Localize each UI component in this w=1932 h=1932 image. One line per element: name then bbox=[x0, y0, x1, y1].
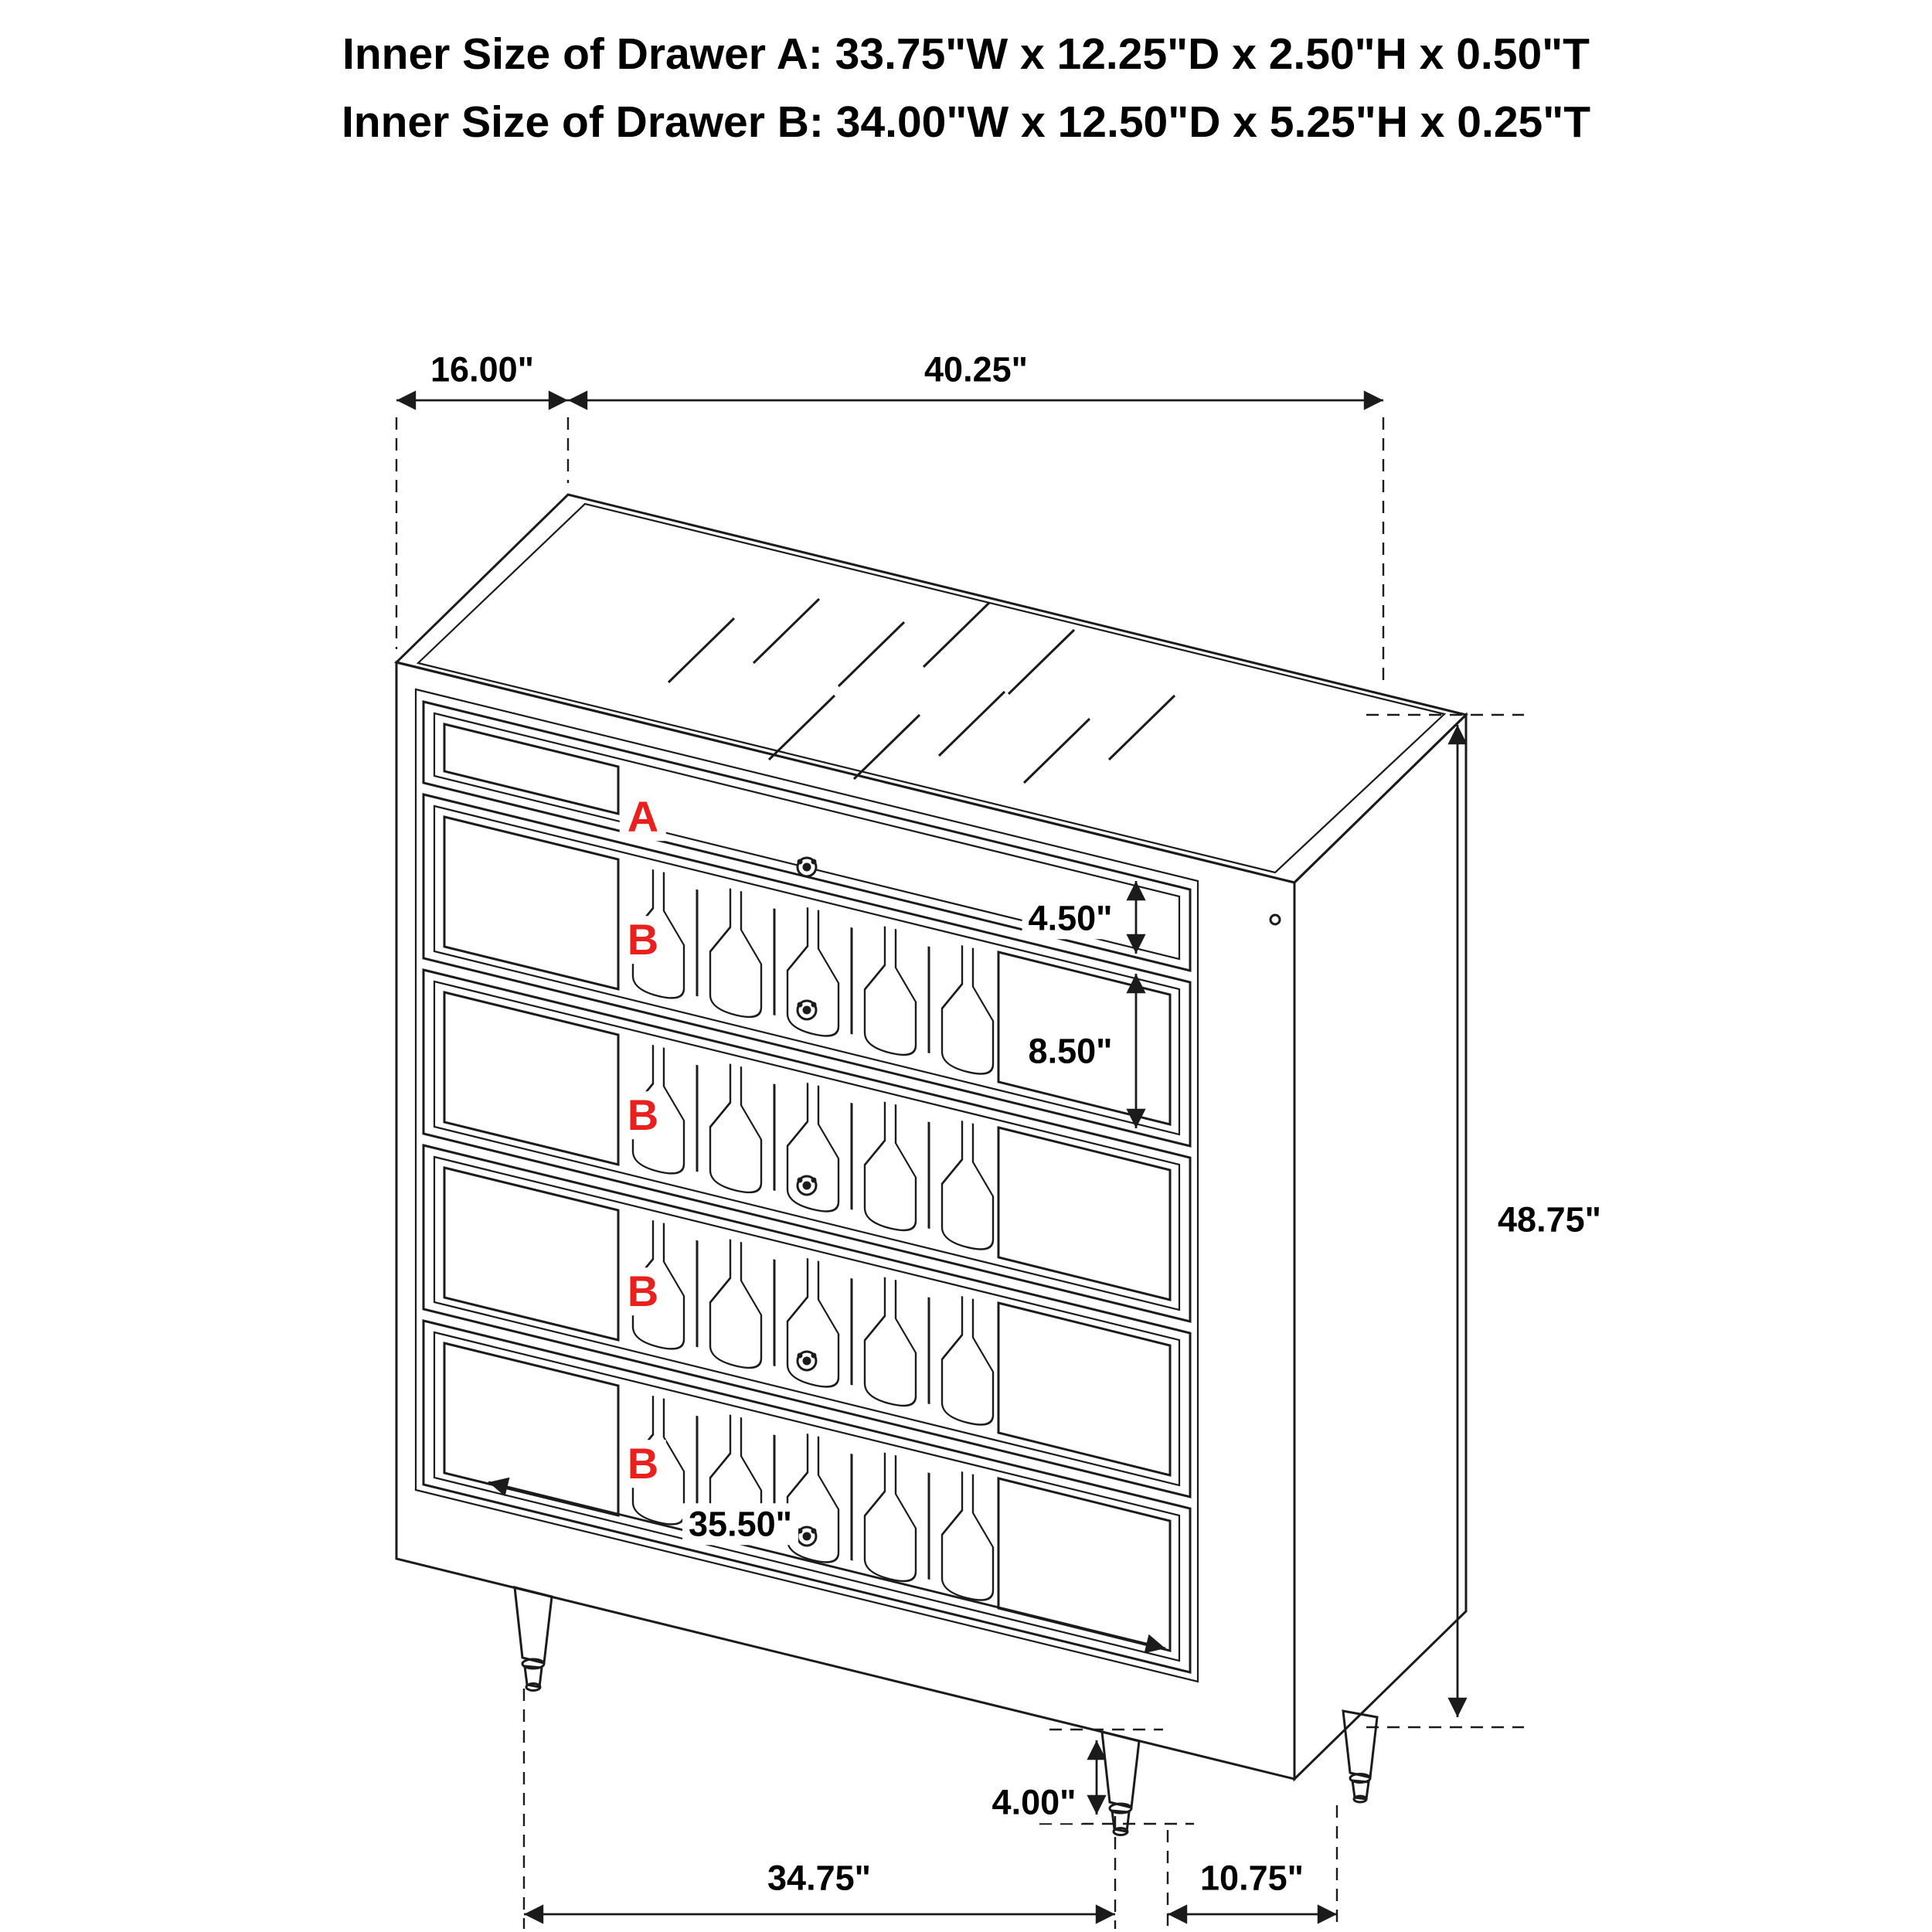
diagram-title: Inner Size of Drawer A: 33.75"W x 12.25"… bbox=[0, 20, 1932, 156]
drawer-b-1 bbox=[422, 793, 1192, 1148]
dim-label-overall-height: 48.75" bbox=[1498, 1199, 1601, 1240]
dim-label-drawer-a-height: 4.50" bbox=[1022, 897, 1119, 939]
dimension-lines bbox=[395, 390, 1524, 1929]
chest-body bbox=[394, 493, 1468, 1836]
side-face bbox=[1293, 712, 1468, 1782]
drawer-b4-label: B bbox=[619, 1440, 667, 1488]
drawer-b1-knob bbox=[796, 999, 818, 1021]
dim-label-leg-height: 4.00" bbox=[985, 1781, 1083, 1823]
chest-top-panel bbox=[394, 493, 1468, 884]
dim-label-top-depth: 16.00" bbox=[430, 349, 534, 389]
drawer-b3-knob bbox=[796, 1350, 818, 1372]
dim-label-drawer-b-height: 8.50" bbox=[1022, 1030, 1119, 1072]
drawer-a-label: A bbox=[619, 793, 667, 841]
side-face-dot bbox=[1269, 913, 1281, 926]
front-frame bbox=[414, 688, 1199, 1683]
drawer-deco-pattern bbox=[631, 863, 995, 1606]
leg-front-right bbox=[1100, 1730, 1141, 1836]
drawer-a-knob bbox=[796, 856, 818, 878]
dim-arrow-inner-width bbox=[488, 1477, 1166, 1654]
drawer-b2-knob bbox=[796, 1175, 818, 1196]
title-line-1: Inner Size of Drawer A: 33.75"W x 12.25"… bbox=[342, 29, 1590, 79]
drawer-b3-label: B bbox=[619, 1267, 667, 1315]
drawer-b-2 bbox=[422, 968, 1192, 1323]
drawer-b-4 bbox=[422, 1319, 1192, 1674]
dim-label-side-leg-span: 10.75" bbox=[1200, 1858, 1304, 1898]
drawer-b1-label: B bbox=[619, 916, 667, 964]
mirror-sheen-lines bbox=[667, 597, 1176, 784]
title-line-2: Inner Size of Drawer B: 34.00"W x 12.50"… bbox=[341, 97, 1591, 147]
drawer-a-hatch-left bbox=[443, 723, 620, 815]
leg-front-left bbox=[513, 1586, 553, 1692]
dim-label-top-width: 40.25" bbox=[924, 349, 1028, 389]
drawer-b4-knob bbox=[796, 1526, 818, 1547]
dim-label-inner-width: 35.50" bbox=[682, 1503, 798, 1545]
leg-back-right bbox=[1342, 1709, 1379, 1804]
drawer-b2-label: B bbox=[619, 1091, 667, 1139]
drawer-a bbox=[422, 700, 1192, 972]
dim-label-front-leg-span: 34.75" bbox=[767, 1858, 871, 1898]
drawer-b-3 bbox=[422, 1144, 1192, 1498]
